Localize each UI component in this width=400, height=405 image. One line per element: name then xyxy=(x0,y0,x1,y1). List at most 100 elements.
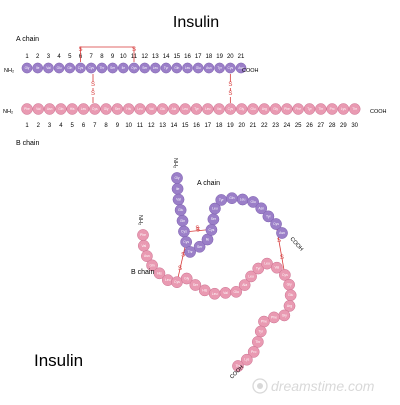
residue-label: Cys xyxy=(209,228,215,232)
residue-label: Thr xyxy=(235,364,241,368)
residue-b-29: Lys xyxy=(337,103,350,115)
residue-bead xyxy=(348,103,361,115)
sulfur-label: S xyxy=(132,47,136,53)
residue-b-13: Glu xyxy=(230,285,243,298)
residue-a-13: Leu xyxy=(209,202,221,215)
folded-b-c-terminus: COOH xyxy=(229,364,245,380)
residue-b-19: Cys xyxy=(279,269,291,281)
residue-bead xyxy=(292,103,304,115)
residue-label: His xyxy=(70,107,75,111)
residue-bead xyxy=(171,62,183,74)
residue-bead xyxy=(122,103,135,115)
residue-label: Val xyxy=(176,198,181,202)
residue-bead xyxy=(141,250,153,262)
residue-b-2: Val xyxy=(137,239,150,252)
residue-label: His xyxy=(126,107,131,111)
disulfide-bond-2: SS xyxy=(91,74,95,103)
residue-bead xyxy=(214,62,225,74)
residue-label: Pro xyxy=(330,107,335,111)
folded-chain-a: GlyIleValGluGlnCysCysThrSerIleCysSerLeuT… xyxy=(171,172,288,258)
residue-label: Glu xyxy=(178,208,183,212)
residue-bead xyxy=(245,270,257,283)
residue-number: 11 xyxy=(137,123,144,129)
residue-b-5: His xyxy=(66,103,78,115)
residue-bead xyxy=(21,103,33,115)
residue-label: Val xyxy=(142,244,147,248)
residue-number: 30 xyxy=(351,123,358,129)
folded-disulfide-a6-a11: SS xyxy=(188,226,207,233)
residue-bead xyxy=(66,103,78,115)
residue-bead xyxy=(247,346,260,358)
residue-bead xyxy=(111,103,124,115)
residue-label: Leu xyxy=(205,107,211,111)
residue-label: Leu xyxy=(264,262,270,266)
residue-number: 5 xyxy=(68,54,72,60)
residue-a-2: Ile xyxy=(32,62,44,74)
residue-a-21: Asn xyxy=(276,227,288,239)
residue-bead xyxy=(224,103,237,115)
residue-b-15: Leu xyxy=(245,270,257,283)
residue-number: 29 xyxy=(340,123,347,129)
residue-number: 6 xyxy=(82,123,86,129)
sulfur-label: S xyxy=(195,226,199,232)
residue-bead xyxy=(128,62,140,74)
residue-bead xyxy=(251,336,264,348)
residue-bead xyxy=(75,62,86,74)
residue-label: Gly xyxy=(273,107,278,111)
residue-a-5: Gln xyxy=(64,62,76,74)
residue-number: 19 xyxy=(227,123,234,129)
residue-label: Ile xyxy=(206,237,210,241)
residue-number: 13 xyxy=(159,123,166,129)
watermark-text: dreamstime.com xyxy=(271,378,375,394)
residue-label: Ser xyxy=(142,66,148,70)
residue-bead xyxy=(268,311,280,324)
residue-bead xyxy=(184,246,196,258)
residue-b-6: Leu xyxy=(77,103,90,115)
residue-b-12: Val xyxy=(145,103,158,115)
residue-b-20: Gly xyxy=(283,278,295,291)
residue-number: 5 xyxy=(71,123,75,129)
residue-label: Gln xyxy=(149,263,154,267)
residue-bead xyxy=(281,103,293,115)
residue-bead xyxy=(337,103,350,115)
residue-bead xyxy=(32,62,44,74)
residue-number: 4 xyxy=(59,123,63,129)
residue-b-23: Gly xyxy=(269,103,282,115)
residue-number: 7 xyxy=(90,54,94,60)
watermark-logo-icon-inner xyxy=(257,383,263,389)
residue-label: Gly xyxy=(239,107,244,111)
residue-number: 3 xyxy=(48,123,52,129)
residue-number: 1 xyxy=(25,54,29,60)
residue-number: 10 xyxy=(120,54,127,60)
residue-label: Leu xyxy=(81,107,87,111)
residue-label: Thr xyxy=(352,107,358,111)
residue-bead xyxy=(179,103,191,115)
residue-label: Tyr xyxy=(164,66,169,70)
residue-b-5: His xyxy=(153,267,166,280)
residue-number: 18 xyxy=(216,123,223,129)
residue-number: 13 xyxy=(152,54,159,60)
residue-label: Thr xyxy=(255,340,261,344)
residue-label: Leu xyxy=(165,278,171,282)
residue-bead xyxy=(55,103,67,115)
residue-b-12: Val xyxy=(219,287,232,299)
residue-bead xyxy=(77,103,90,115)
chain-b-label: B chain xyxy=(16,140,39,147)
residue-b-3: Asn xyxy=(43,103,56,115)
residue-b-8: Gly xyxy=(180,272,193,285)
residue-a-19: Tyr xyxy=(262,210,275,223)
residue-a-18: Asn xyxy=(203,62,215,74)
residue-label: Gly xyxy=(25,66,30,70)
sulfur-label: S xyxy=(181,252,185,258)
residue-label: Asn xyxy=(258,206,264,210)
watermark-logo-icon xyxy=(252,378,268,394)
residue-bead xyxy=(258,103,271,115)
residue-bead xyxy=(235,103,248,115)
residue-bead xyxy=(168,103,180,115)
residue-b-24: Phe xyxy=(268,311,280,324)
residue-label: Cys xyxy=(88,66,94,70)
